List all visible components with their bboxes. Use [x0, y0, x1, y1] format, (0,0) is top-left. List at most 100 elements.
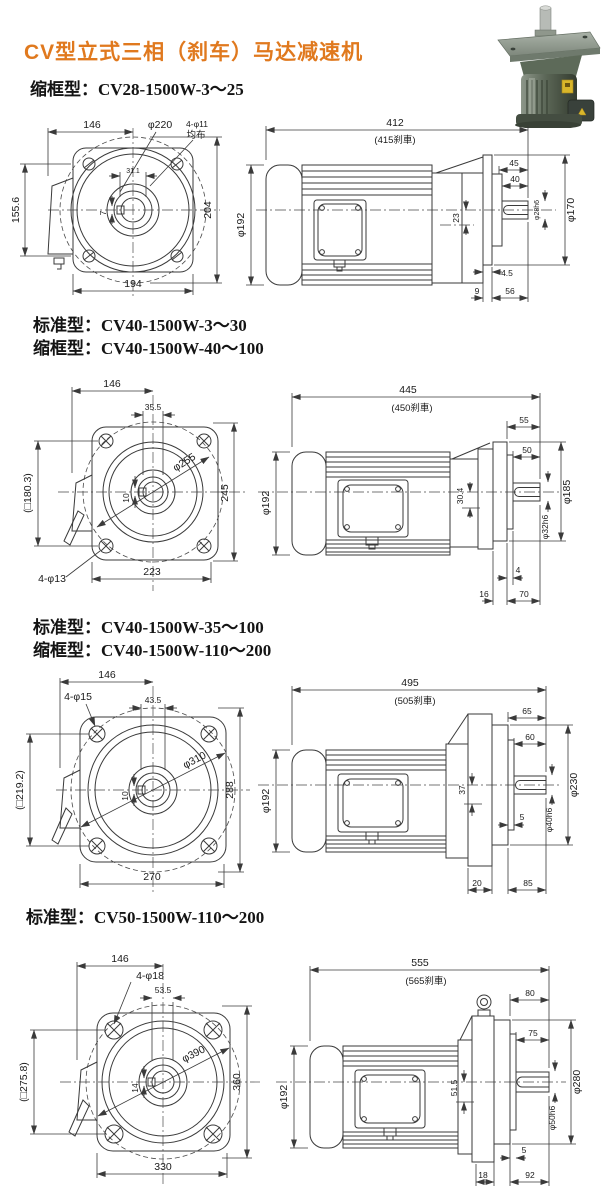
motor-fins: [326, 456, 450, 553]
dim-offset: 53.5: [155, 985, 172, 995]
dim-offset: 51.5: [449, 1079, 459, 1096]
dim-t3: 85: [523, 878, 533, 888]
dim-t2: 9: [475, 286, 480, 296]
dim-holes: 4-φ15: [64, 691, 92, 703]
section4-front-view: 146 4-φ18 53.5 (□275.8) 360 330 φ390 14: [18, 953, 260, 1186]
terminal-box-outline: [76, 1061, 98, 1121]
dim-front-bottom-width: 270: [143, 871, 161, 883]
motor-photo-shapes: [497, 5, 601, 128]
dim-front-width: 146: [111, 953, 129, 965]
dim-holes-note: 均布: [186, 129, 205, 141]
model-line: 缩框型：CV40-1500W-40～100: [33, 339, 264, 358]
lifting-eye: [476, 994, 492, 1010]
dim-b: 75: [528, 1028, 538, 1038]
terminal-box: [337, 773, 409, 833]
section4-drawing: 146 4-φ18 53.5 (□275.8) 360 330 φ390 14: [18, 953, 583, 1186]
dim-brake-length: (565刹車): [405, 975, 446, 987]
dim-front-right-height: 288: [224, 781, 236, 799]
model-block-1: 缩框型：CV28-1500W-3～25: [30, 78, 244, 101]
dim-front-bottom-width: 194: [124, 278, 142, 290]
section2-drawing: 146 35.5 (□180.3) 245 223 4-φ13 φ255 10: [22, 378, 573, 605]
dim-front-right-height: 360: [231, 1073, 243, 1091]
dim-t2: 20: [472, 878, 482, 888]
section1-side-view: 412 (415刹車) 45 40 23 φ192 φ170 φ28h6: [235, 117, 577, 302]
dim-total-length: 495: [401, 677, 419, 689]
dim-holes: 4-φ13: [38, 573, 66, 585]
dim-case-dia: φ310: [181, 749, 208, 771]
dim-brake-length: (415刹車): [374, 134, 415, 146]
section2-side-view: 445 (450刹車) 55 50 30.4 φ192 φ185 φ32h6: [258, 384, 573, 605]
dim-t3: 70: [519, 589, 529, 599]
bolt-holes: [98, 433, 212, 554]
dim-offset: 43.5: [145, 695, 162, 705]
dim-square: (□275.8): [18, 1062, 30, 1102]
dim-front-right-height: 245: [219, 484, 231, 502]
motor-fins: [302, 170, 432, 281]
flange-plate: [492, 441, 508, 542]
section3-front-view: 146 43.5 4-φ15 (□219.2) 288 270 φ310 10: [14, 669, 250, 892]
dim-b: 60: [525, 732, 535, 742]
motor-fins: [343, 1050, 458, 1145]
dim-key-width: 10: [121, 493, 131, 503]
model-line: 标准型：CV50-1500W-110～200: [26, 908, 265, 927]
dim-front-width: 146: [98, 669, 116, 681]
dim-shaft-dia: φ32h6: [540, 515, 550, 540]
page-title: CV型立式三相（刹车）马达减速机: [24, 41, 364, 64]
motor-fins: [326, 754, 446, 849]
terminal-box-outline: [47, 177, 74, 255]
dim-b: 50: [522, 445, 532, 455]
terminal-box-outline: [71, 474, 93, 532]
dim-flange-dia: φ170: [565, 198, 577, 222]
model-line: 标准型：CV40-1500W-3～30: [33, 316, 247, 335]
dim-front-bottom-width: 330: [154, 1161, 172, 1173]
dim-case-dia: φ220: [148, 119, 172, 131]
dim-t1: 4: [516, 565, 521, 575]
dim-brake-length: (505刹車): [394, 695, 435, 707]
dim-key-width: 10: [120, 791, 130, 801]
dim-a: 65: [522, 706, 532, 716]
section2-front-view: 146 35.5 (□180.3) 245 223 4-φ13 φ255 10: [22, 378, 246, 591]
dim-total-length: 412: [386, 117, 404, 129]
output-shaft: [515, 1071, 550, 1093]
terminal-box-outline: [59, 769, 81, 829]
dim-t1: 5: [520, 812, 525, 822]
dim-front-right-height: 204: [202, 201, 214, 219]
dim-offset: 23: [451, 213, 461, 223]
dim-offset: 37: [457, 785, 467, 795]
dim-key-width: 14: [130, 1083, 140, 1093]
model-block-4: 标准型：CV50-1500W-110～200: [26, 906, 264, 929]
dim-shaft-dia: φ28h6: [534, 200, 541, 220]
terminal-box: [354, 1069, 426, 1129]
dim-t3: 92: [525, 1170, 535, 1180]
dim-a: 55: [519, 415, 529, 425]
dim-flange-dia: φ280: [571, 1070, 583, 1094]
dim-shaft-dia: φ40h6: [544, 808, 554, 833]
section3-drawing: 146 43.5 4-φ15 (□219.2) 288 270 φ310 10: [14, 669, 580, 894]
dim-motor-dia: φ192: [235, 213, 247, 237]
section1-front-view: 146 φ220 4-φ11 均布 31.1 7 155.6 204: [10, 119, 222, 296]
dim-t3: 56: [505, 286, 515, 296]
dim-shaft-dia: φ50h6: [547, 1106, 557, 1131]
dim-flange-dia: φ230: [568, 773, 580, 797]
section1-drawing: 146 φ220 4-φ11 均布 31.1 7 155.6 204: [10, 117, 577, 302]
dim-key-across: 31.1: [126, 168, 140, 175]
dim-motor-dia: φ192: [260, 491, 272, 515]
dim-case-dia: φ390: [180, 1043, 207, 1065]
model-line: 缩框型：CV40-1500W-110～200: [33, 641, 272, 660]
model-block-3: 标准型：CV40-1500W-35～100 缩框型：CV40-1500W-110…: [33, 616, 271, 662]
dim-a: 45: [509, 158, 519, 168]
dim-t1: 4.5: [501, 268, 513, 278]
dim-b: 40: [510, 174, 520, 184]
bolt-holes: [82, 157, 184, 263]
product-photo: [497, 5, 601, 128]
dim-a: 80: [525, 988, 535, 998]
section4-side-view: 555 (565刹車) 80 75 51.5 φ192 φ280 φ50h6: [276, 957, 583, 1186]
dim-holes: 4-φ11: [186, 119, 208, 129]
dim-t1: 5: [522, 1145, 527, 1155]
dim-offset: 35.5: [145, 402, 162, 412]
dim-front-width: 146: [83, 119, 101, 131]
terminal-box: [313, 199, 367, 261]
dim-front-left-height: 155.6: [10, 197, 22, 223]
dim-front-bottom-width: 223: [143, 566, 161, 578]
eye-bolt-base: [477, 1009, 491, 1017]
